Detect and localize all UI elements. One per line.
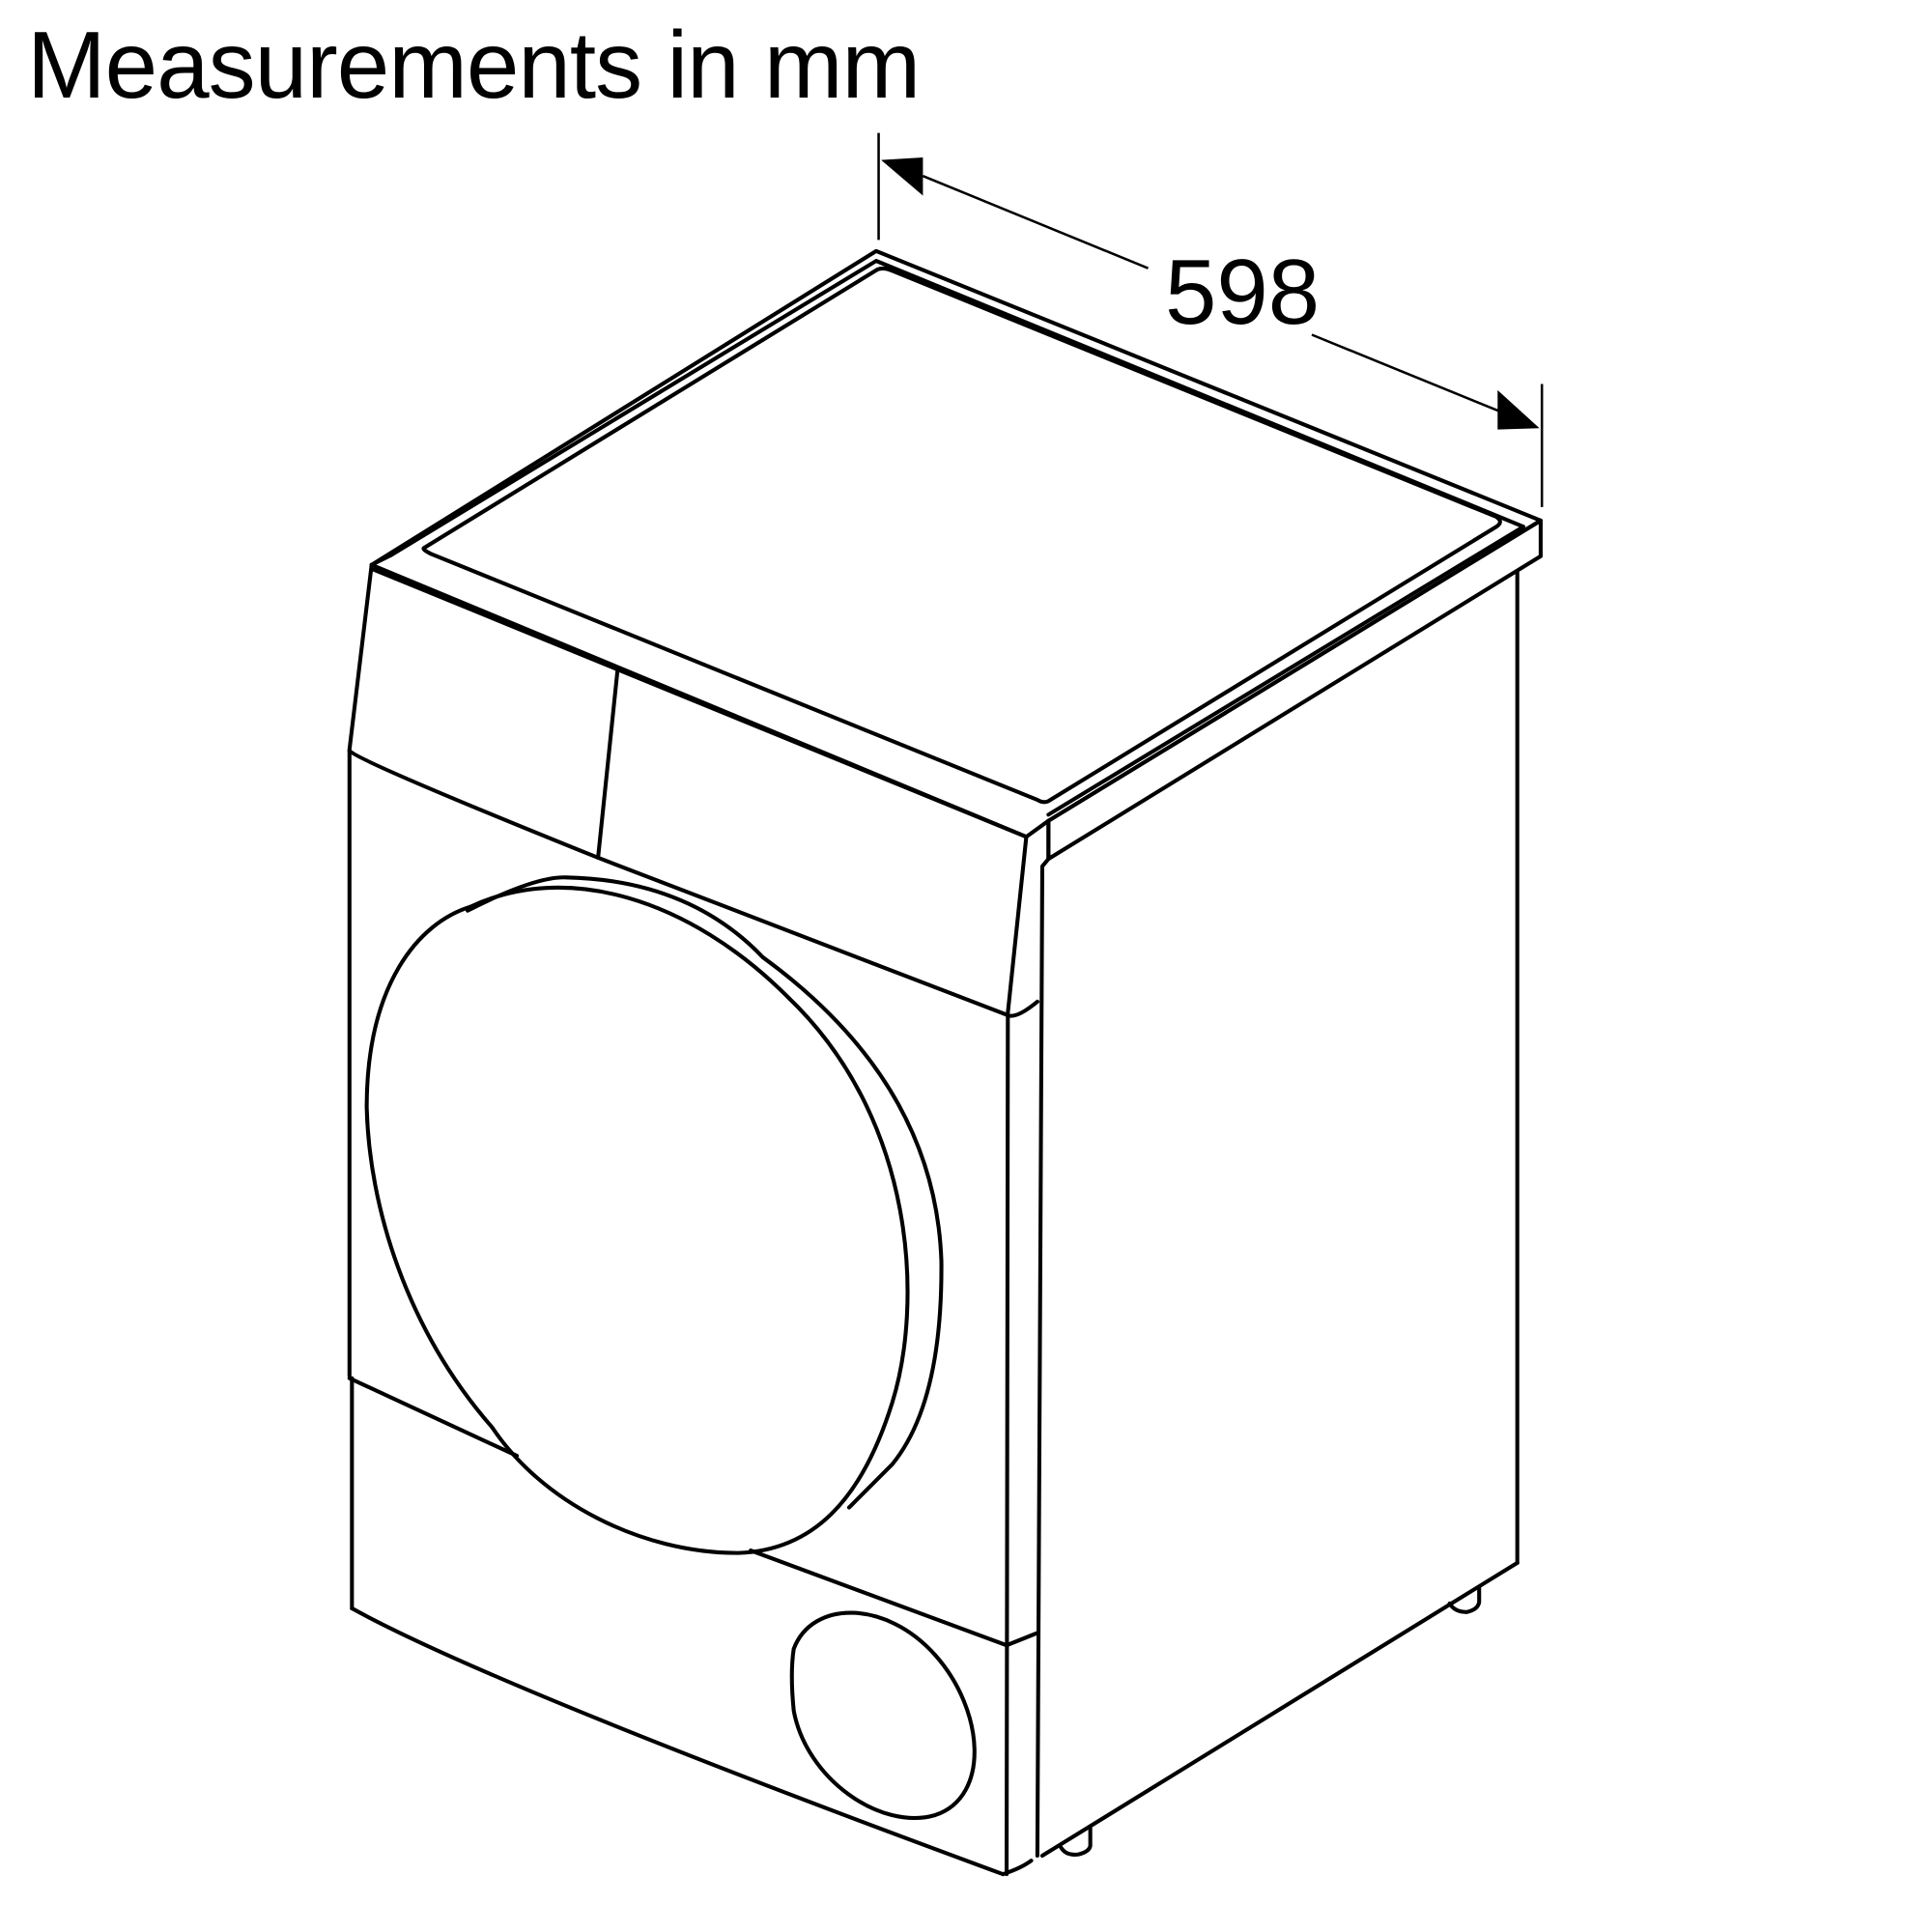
arrowhead-right-icon xyxy=(1497,389,1540,430)
control-panel xyxy=(347,562,1039,1018)
width-dimension-line xyxy=(877,132,1544,507)
side-body xyxy=(1035,570,1520,1859)
door xyxy=(364,875,944,1555)
page-title: Measurements in mm xyxy=(27,12,921,118)
service-flap xyxy=(789,1610,977,1820)
top-panel xyxy=(369,248,1543,862)
foot-rear xyxy=(1447,1585,1482,1614)
front-body xyxy=(347,749,1039,1877)
foot-front xyxy=(1059,1825,1093,1857)
width-dimension-label: 598 xyxy=(1159,246,1326,339)
arrowhead-left-icon xyxy=(881,157,923,196)
